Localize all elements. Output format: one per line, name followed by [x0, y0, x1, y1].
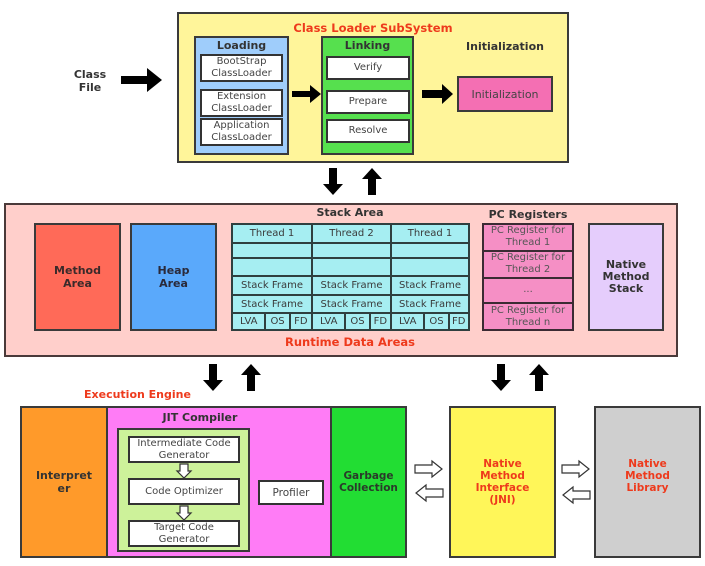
native-method-interface: Native Method Interface (JNI)	[449, 406, 556, 558]
pc-register: PC Register for Thread n	[483, 303, 573, 331]
local-variable-array: LVA	[312, 313, 346, 330]
extension-classloader: Extension ClassLoader	[200, 89, 283, 117]
local-variable-array: LVA	[232, 313, 266, 330]
jit-compiler-title: JIT Compiler	[162, 411, 238, 424]
arrow-up-icon	[362, 168, 382, 195]
empty-frame	[391, 242, 469, 259]
frame-data: FD	[289, 313, 312, 330]
arrow-down-outline-icon	[175, 505, 193, 521]
heap-area: Heap Area	[130, 223, 217, 331]
pc-register: PC Register for Thread 1	[483, 224, 573, 251]
runtime-data-areas-title: Runtime Data Areas	[285, 335, 415, 349]
execution-engine-title: Execution Engine	[84, 388, 191, 401]
empty-frame	[312, 258, 391, 277]
native-method-stack: Native Method Stack	[588, 223, 664, 331]
stack-frame: Stack Frame	[391, 295, 469, 314]
arrow-right-outline-icon	[414, 459, 443, 479]
arrow-right-icon	[292, 85, 321, 103]
garbage-collection: Garbage Collection	[330, 406, 407, 558]
arrow-down-icon	[491, 364, 511, 391]
interpreter: Interpret er	[20, 406, 108, 558]
empty-frame	[312, 242, 391, 259]
native-method-library: Native Method Library	[594, 406, 701, 558]
thread-column: Thread 2 Stack Frame Stack Frame LVA OS …	[312, 224, 391, 330]
local-variable-array: LVA	[391, 313, 425, 330]
profiler: Profiler	[258, 480, 324, 505]
verify-step: Verify	[326, 56, 410, 80]
empty-frame	[391, 258, 469, 277]
stack-frame: Stack Frame	[232, 295, 312, 314]
thread-header: Thread 1	[232, 224, 312, 243]
initialization-step: Initialization	[457, 76, 553, 112]
thread-header: Thread 2	[312, 224, 391, 243]
empty-frame	[232, 258, 312, 277]
stack-frame: Stack Frame	[232, 276, 312, 296]
frame-data: FD	[448, 313, 470, 330]
stack-area: Thread 1 Stack Frame Stack Frame LVA OS …	[231, 223, 470, 331]
class-file-label: Class File	[73, 68, 107, 94]
resolve-step: Resolve	[326, 119, 410, 143]
arrow-down-icon	[203, 364, 223, 391]
arrow-right-outline-icon	[561, 459, 590, 479]
arrow-up-icon	[241, 364, 261, 391]
linking-title: Linking	[344, 39, 391, 52]
thread-header: Thread 1	[391, 224, 469, 243]
method-area: Method Area	[34, 223, 121, 331]
stack-frame: Stack Frame	[391, 276, 469, 296]
arrow-right-icon	[422, 84, 453, 104]
loading-title: Loading	[216, 39, 267, 52]
arrow-up-icon	[529, 364, 549, 391]
pc-register: PC Register for Thread 2	[483, 250, 573, 278]
prepare-step: Prepare	[326, 90, 410, 114]
arrow-left-outline-icon	[562, 485, 591, 505]
stack-frame: Stack Frame	[312, 276, 391, 296]
arrow-left-outline-icon	[415, 483, 444, 503]
code-optimizer: Code Optimizer	[128, 478, 240, 505]
operand-stack: OS	[345, 313, 370, 330]
operand-stack: OS	[265, 313, 290, 330]
pc-registers-title: PC Registers	[488, 208, 568, 221]
class-loader-title: Class Loader SubSystem	[293, 21, 453, 35]
stack-area-title: Stack Area	[316, 206, 384, 219]
arrow-down-icon	[323, 168, 343, 195]
stack-frame: Stack Frame	[312, 295, 391, 314]
empty-frame	[232, 242, 312, 259]
application-classloader: Application ClassLoader	[200, 118, 283, 146]
target-code-generator: Target Code Generator	[128, 520, 240, 547]
operand-stack: OS	[424, 313, 449, 330]
frame-data: FD	[369, 313, 391, 330]
thread-column: Thread 1 Stack Frame Stack Frame LVA OS …	[391, 224, 470, 330]
arrow-right-icon	[121, 68, 162, 92]
bootstrap-classloader: BootStrap ClassLoader	[200, 54, 283, 82]
initialization-title: Initialization	[466, 40, 544, 53]
pc-register-ellipsis: ...	[483, 277, 573, 304]
intermediate-code-generator: Intermediate Code Generator	[128, 436, 240, 463]
pc-registers: PC Register for Thread 1 PC Register for…	[482, 223, 574, 331]
thread-column: Thread 1 Stack Frame Stack Frame LVA OS …	[232, 224, 312, 330]
arrow-down-outline-icon	[175, 463, 193, 479]
